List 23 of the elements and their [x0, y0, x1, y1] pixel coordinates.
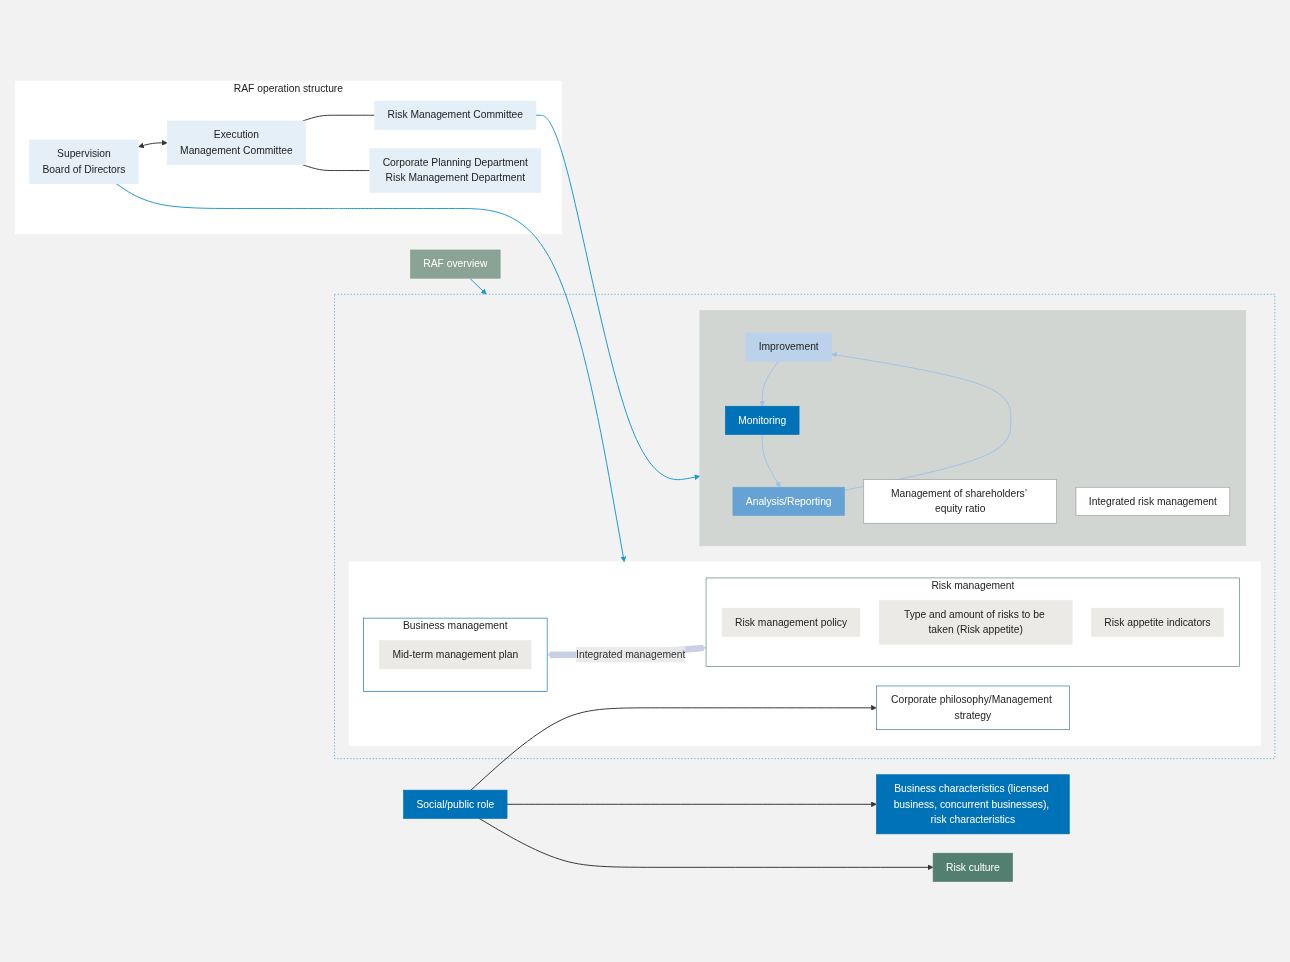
node-box: Risk Management Committee: [374, 100, 537, 130]
node-box: Integrated risk management: [1075, 486, 1231, 516]
cluster: [348, 561, 1261, 746]
node-box: Analysis/Reporting: [732, 486, 845, 516]
node-box: Management of shareholders’ equity ratio: [863, 478, 1057, 524]
node-box: Social/public role: [403, 789, 508, 819]
node-box: Corporate philosophy/Management strategy: [876, 685, 1070, 730]
node-box: Risk culture: [932, 852, 1013, 882]
connector: [302, 163, 371, 171]
edge-label: Integrated management: [576, 648, 686, 660]
node-box: Business characteristics (licensed business, concurrent businesses), risk characteristics: [876, 774, 1070, 834]
node-box: Risk management policy: [721, 607, 861, 637]
node-box: Risk appetite indicators: [1091, 607, 1224, 637]
cluster: [334, 293, 1276, 759]
node-box: Corporate Planning Department Risk Management Department: [369, 148, 542, 193]
node-box: Execution Management Committee: [166, 120, 306, 165]
node-box: Improvement: [745, 332, 832, 362]
node-box: RAF overview: [410, 249, 501, 279]
node-box: Supervision Board of Directors: [29, 139, 139, 184]
cluster: [699, 309, 1247, 546]
node-box: Monitoring: [725, 405, 800, 435]
node-box: Type and amount of risks to be taken (Risk appetite): [878, 599, 1073, 645]
node-box: Mid-term management plan: [379, 640, 532, 669]
